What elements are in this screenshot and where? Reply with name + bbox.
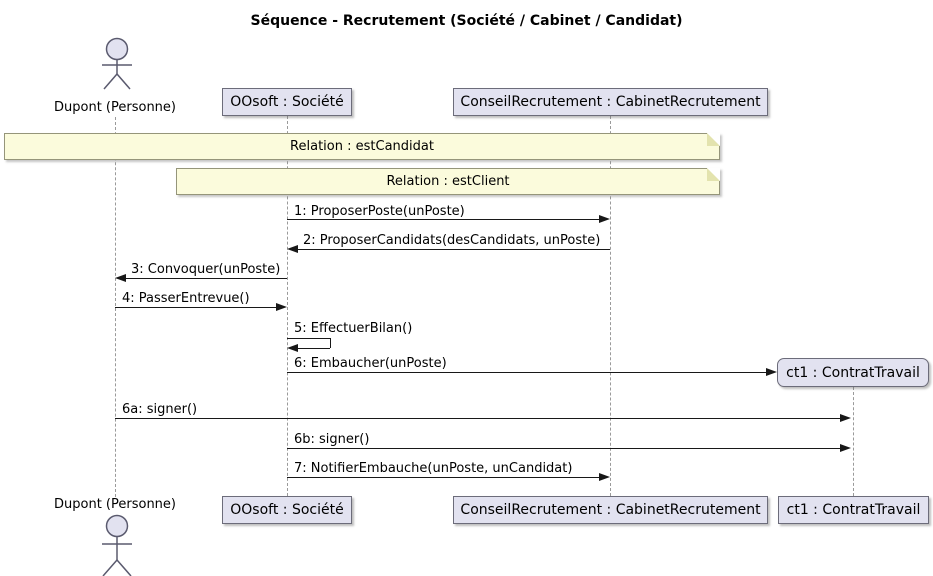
- message-3-line: [126, 278, 287, 279]
- message-6b-arrowhead-icon: [840, 444, 851, 452]
- message-3-label: 3: Convoquer(unPoste): [131, 262, 281, 277]
- message-7-label: 7: NotifierEmbauche(unPoste, unCandidat): [294, 461, 573, 476]
- message-6b-line: [287, 448, 840, 449]
- participant-conseilrecrutement-top: ConseilRecrutement : CabinetRecrutement: [453, 88, 768, 116]
- message-2-arrowhead-icon: [287, 245, 298, 253]
- lifeline-ct1: [853, 387, 854, 496]
- message-5-line-top: [287, 338, 330, 339]
- message-4-label: 4: PasserEntrevue(): [122, 291, 250, 306]
- note-est-candidat-text: Relation : estCandidat: [290, 139, 434, 154]
- note-fold-icon: [707, 133, 720, 146]
- participant-conseilrecrutement-label: ConseilRecrutement : CabinetRecrutement: [460, 502, 761, 518]
- participant-ct1-created: ct1 : ContratTravail: [777, 358, 929, 387]
- actor-icon-top: [102, 37, 132, 90]
- message-2-line: [298, 249, 610, 250]
- actor-label-bottom: Dupont (Personne): [54, 497, 176, 512]
- message-5-line-bottom: [298, 348, 330, 349]
- message-6a-arrowhead-icon: [840, 414, 851, 422]
- lifeline-oosoft: [287, 116, 288, 496]
- participant-conseilrecrutement-bottom: ConseilRecrutement : CabinetRecrutement: [453, 496, 768, 524]
- participant-ct1-label: ct1 : ContratTravail: [786, 502, 921, 518]
- note-est-candidat: Relation : estCandidat: [4, 133, 720, 160]
- message-1-arrowhead-icon: [599, 215, 610, 223]
- participant-ct1-bottom: ct1 : ContratTravail: [778, 496, 929, 524]
- participant-ct1-label: ct1 : ContratTravail: [786, 364, 920, 381]
- message-6a-label: 6a: signer(): [122, 402, 198, 417]
- message-7-line: [287, 477, 599, 478]
- message-6b-label: 6b: signer(): [294, 432, 370, 447]
- note-est-client: Relation : estClient: [176, 168, 720, 195]
- actor-icon-bottom: [102, 514, 132, 576]
- message-6-arrowhead-icon: [766, 368, 777, 376]
- participant-oosoft-label: OOsoft : Société: [230, 94, 344, 110]
- message-4-line: [115, 307, 276, 308]
- participant-oosoft-label: OOsoft : Société: [230, 502, 344, 518]
- diagram-title: Séquence - Recrutement (Société / Cabine…: [250, 13, 683, 29]
- participant-conseilrecrutement-label: ConseilRecrutement : CabinetRecrutement: [460, 94, 761, 110]
- note-est-client-text: Relation : estClient: [386, 174, 510, 189]
- message-5-line-side: [330, 338, 331, 348]
- message-2-label: 2: ProposerCandidats(desCandidats, unPos…: [303, 233, 601, 248]
- message-6a-line: [115, 418, 840, 419]
- message-5-label: 5: EffectuerBilan(): [294, 321, 413, 336]
- message-4-arrowhead-icon: [276, 303, 287, 311]
- message-5-arrowhead-icon: [287, 344, 298, 352]
- actor-label-top: Dupont (Personne): [54, 100, 176, 115]
- message-7-arrowhead-icon: [599, 473, 610, 481]
- message-1-line: [287, 219, 599, 220]
- participant-oosoft-bottom: OOsoft : Société: [222, 496, 352, 524]
- participant-oosoft-top: OOsoft : Société: [222, 88, 352, 116]
- lifeline-conseilrecrutement: [610, 116, 611, 496]
- message-3-arrowhead-icon: [115, 274, 126, 282]
- note-fold-icon: [707, 168, 720, 181]
- message-1-label: 1: ProposerPoste(unPoste): [294, 204, 465, 219]
- message-6-label: 6: Embaucher(unPoste): [294, 356, 447, 371]
- message-6-line: [287, 372, 766, 373]
